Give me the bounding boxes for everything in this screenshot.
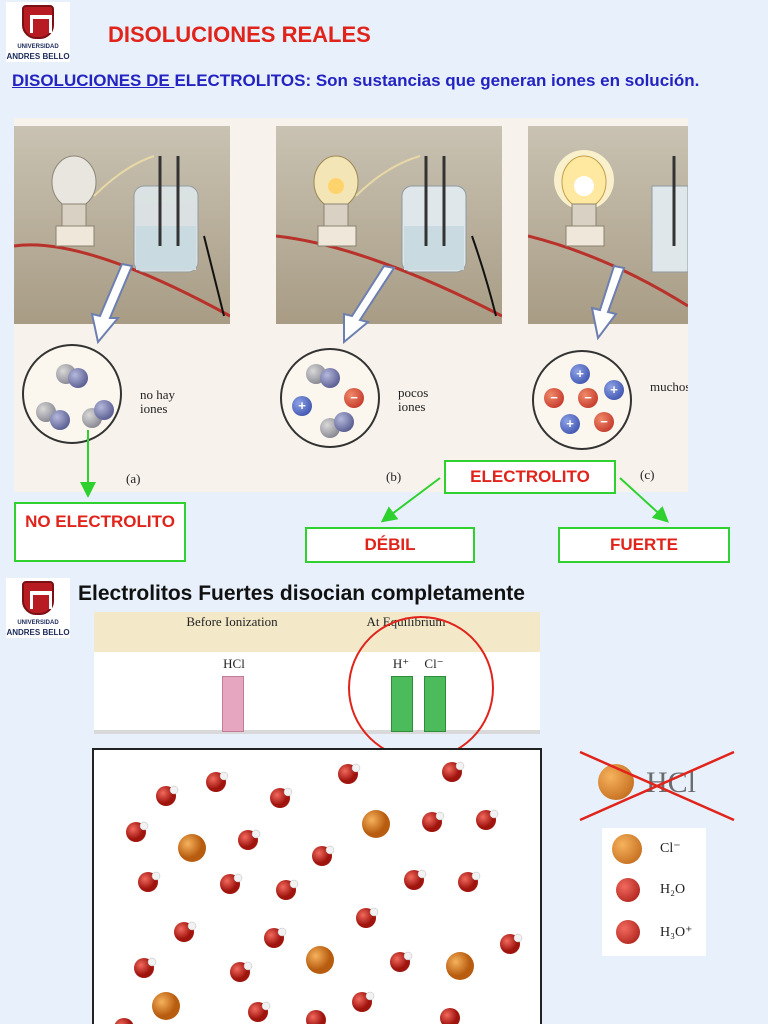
cation-icon: + [292,396,312,416]
slide-subtitle: DISOLUCIONES DE ELECTROLITOS: Son sustan… [12,70,758,92]
pointer-arrows [90,262,626,345]
logo-line-2: ANDRES BELLO [6,52,70,61]
label-no-ions: no hay iones [140,387,176,416]
lamp-apparatus-icon [13,155,231,318]
solution-particles [114,761,523,1024]
anion-icon: − [344,388,364,408]
fuerte-box: FUERTE [558,527,730,563]
anion-icon: − [594,412,614,432]
classification-arrows [80,430,669,523]
cation-icon: + [604,380,624,400]
cl-icon [612,834,642,864]
photo-c [527,126,689,324]
molecule-icon [94,400,114,420]
baseline [94,730,540,734]
cation-icon: + [570,364,590,384]
molecule-icon [50,410,70,430]
slide-disoluciones-reales: UNIVERSIDAD ANDRES BELLO DISOLUCIONES RE… [0,0,768,572]
molecule-icon [68,368,88,388]
figure-letter-c: (c) [640,467,655,482]
photo-b [275,126,503,324]
lamp-apparatus-icon [527,150,689,308]
molecule-icon [334,412,354,432]
crossed-hcl: HCl [579,750,735,822]
subtitle-text: ELECTROLITOS: Son sustancias que generan… [174,71,700,90]
hydronium-icon [616,920,640,944]
logo-line-2: ANDRES BELLO [6,628,70,637]
figure-letter-b: (b) [386,469,402,484]
cation-icon: + [560,414,580,434]
slide-heading: Electrolitos Fuertes disocian completame… [78,582,525,605]
logo-line-1: UNIVERSIDAD [17,44,59,50]
anion-icon: − [578,388,598,408]
water-icon [616,878,640,902]
molecule-icon [320,368,340,388]
anion-icon: − [544,388,564,408]
no-electrolito-box: NO ELECTROLITO [14,502,186,562]
legend-cl-label: Cl⁻ [660,841,681,856]
ion-circle-b: + − [280,348,380,448]
solution-beaker [92,748,542,1024]
logo-line-1: UNIVERSIDAD [17,620,59,626]
crest-icon [22,5,54,39]
electrolito-box: ELECTROLITO [444,460,616,494]
equilibrium-highlight-circle [348,616,494,760]
hcl-label: HCl [223,656,245,671]
particle-legend: Cl⁻ H₂O H₃O⁺ [602,828,706,956]
subtitle-link[interactable]: DISOLUCIONES DE [12,71,175,90]
lamp-apparatus-icon [275,155,503,318]
hcl-molecule-icon [598,764,634,800]
hcl-bar [222,676,244,732]
label-many-ions: muchos iones [650,380,688,394]
figure-letter-a: (a) [126,471,141,486]
legend-hydronium-label: H₃O⁺ [660,925,693,940]
ion-circle-a [22,344,122,444]
ion-circle-c: + − − + + − [532,350,632,450]
cross-out-icon [579,750,735,822]
crest-icon [22,581,54,615]
slide-electrolitos-fuertes: UNIVERSIDAD ANDRES BELLO Electrolitos Fu… [0,572,768,1024]
before-ionization-label: Before Ionization [186,614,278,629]
debil-box: DÉBIL [305,527,475,563]
label-few-ions: pocos iones [398,385,429,414]
legend-water-label: H₂O [660,882,686,897]
electrolyte-figure: no hay iones (a) + − pocos iones (b) + −… [13,118,689,492]
university-logo: UNIVERSIDAD ANDRES BELLO [6,2,70,62]
university-logo: UNIVERSIDAD ANDRES BELLO [6,578,70,638]
slide-title: DISOLUCIONES REALES [108,22,371,47]
